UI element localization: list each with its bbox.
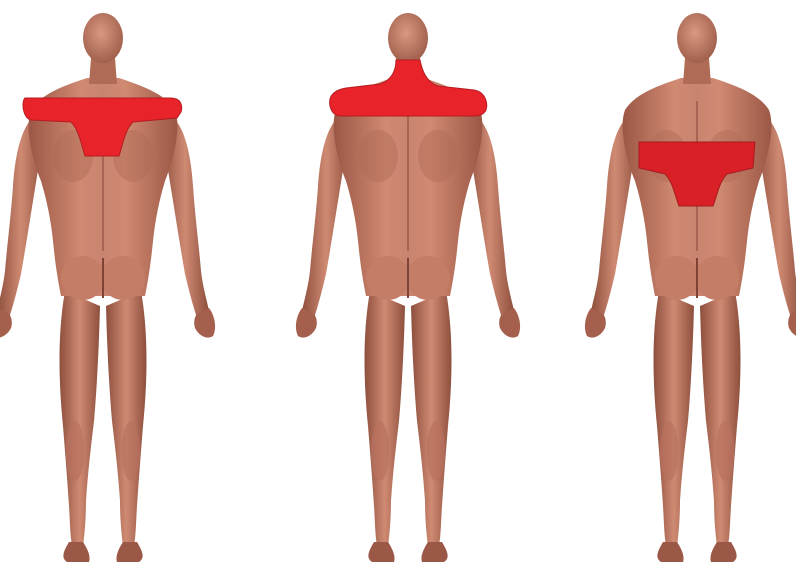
highlight-region-neck-and-shoulders [330,60,487,116]
figure-2 [296,13,520,562]
figure-3 [585,13,796,562]
figure-1 [0,13,215,562]
human-body-back-view [585,13,796,562]
human-body-back-view [0,13,215,562]
